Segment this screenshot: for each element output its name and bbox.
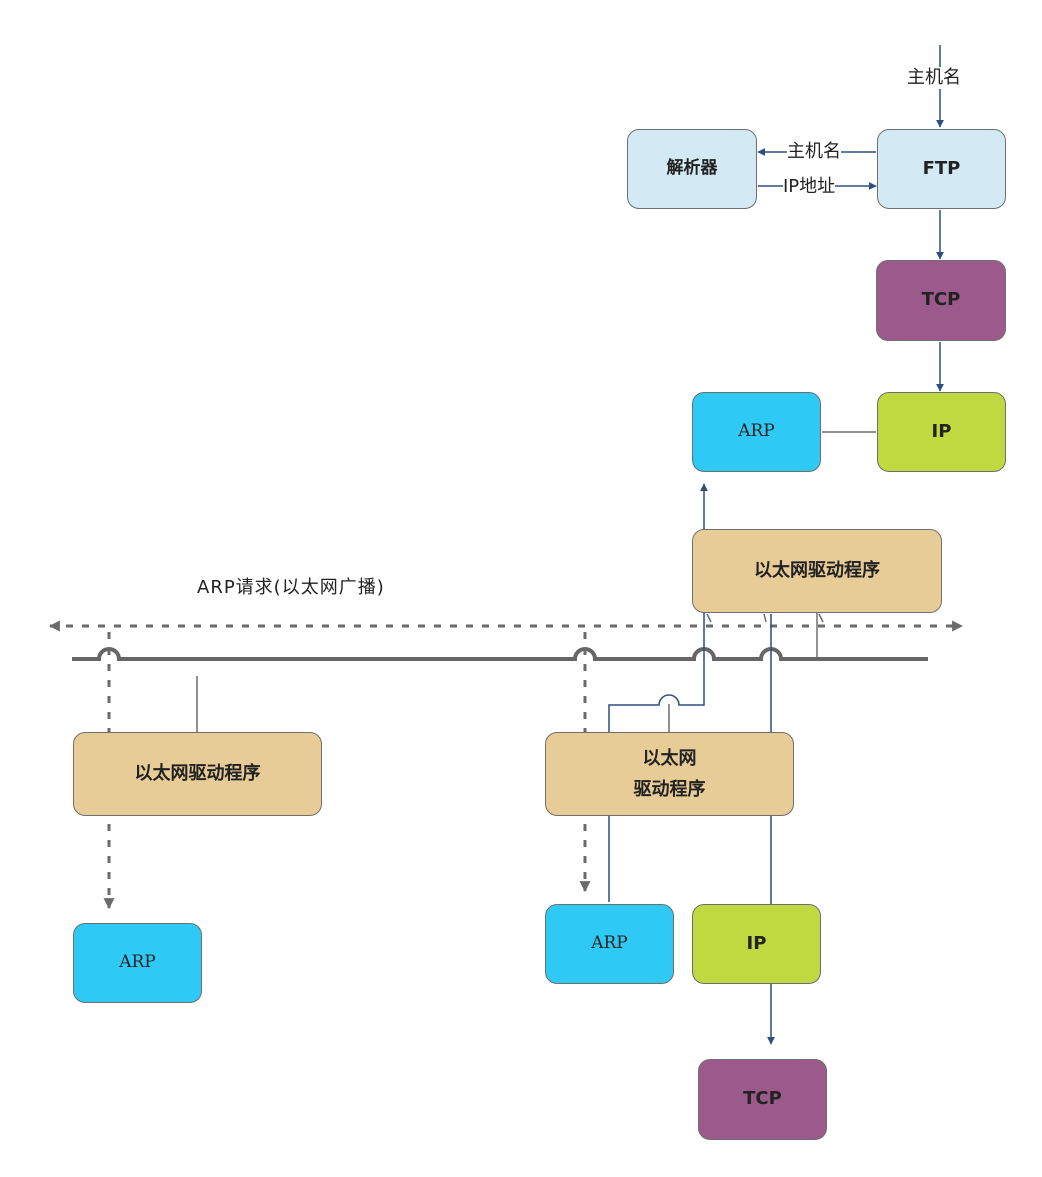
dash-mark — [706, 613, 712, 623]
tcp-node-bottom: TCP — [698, 1059, 827, 1140]
ethernet-driver-left: 以太网驱动程序 — [73, 732, 322, 816]
dash-mark — [818, 613, 824, 623]
ethernet-bus — [72, 647, 928, 661]
ethernet-driver-right-line2: 驱动程序 — [633, 779, 706, 800]
ip-node-bottom: IP — [692, 904, 821, 984]
arp-request-label: ARP请求(以太网广播) — [197, 577, 385, 598]
hostname-input-label: 主机名 — [907, 67, 961, 89]
ethernet-driver-right: 以太网 驱动程序 — [545, 732, 794, 816]
ethernet-driver-top: 以太网驱动程序 — [692, 529, 942, 613]
ftp-node: FTP — [877, 129, 1006, 209]
arp-reply-path — [608, 483, 708, 902]
dash-mark — [763, 613, 767, 623]
arp-node-left: ARP — [73, 923, 202, 1003]
arp-node-top: ARP — [692, 392, 821, 472]
ip-node-top: IP — [877, 392, 1006, 472]
resolver-node: 解析器 — [627, 129, 757, 209]
hostname-query-label: 主机名 — [787, 141, 841, 163]
ethernet-driver-right-line1: 以太网 — [642, 747, 697, 769]
ip-address-label: IP地址 — [783, 176, 836, 198]
tcp-node-top: TCP — [876, 260, 1006, 341]
arp-node-right: ARP — [545, 904, 674, 984]
